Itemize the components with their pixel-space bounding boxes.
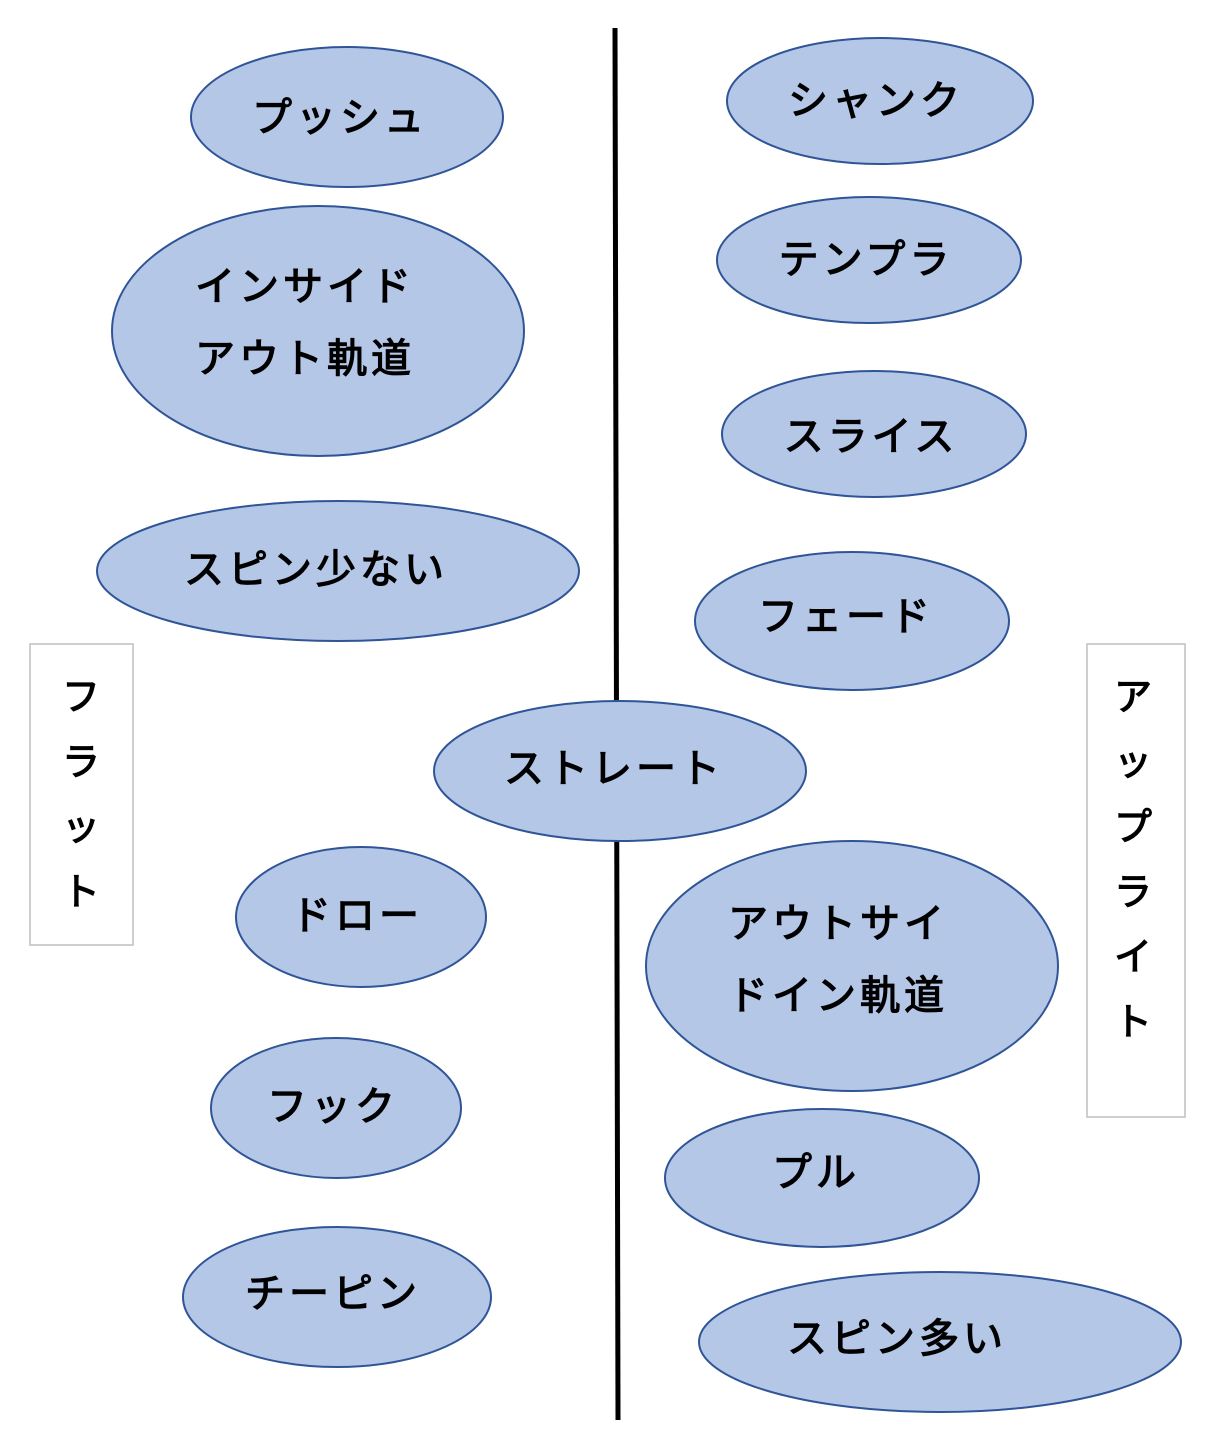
node-outside-in-label-line1: アウトサイ [728, 901, 948, 947]
upright-label-char: ラ [1114, 870, 1152, 914]
node-inside-out-label-line2: アウト軌道 [195, 336, 415, 382]
node-chipin-label: チーピン [245, 1271, 421, 1317]
node-draw-label: ドロー [291, 893, 423, 939]
node-fade: フェード [694, 551, 1010, 691]
node-more-spin-label: スピン多い [787, 1316, 1007, 1362]
node-push: プッシュ [190, 46, 504, 188]
flat-label-char: フ [62, 675, 100, 719]
node-less-spin-label: スピン少ない [184, 547, 448, 593]
node-draw: ドロー [235, 846, 487, 988]
node-pull-label: プル [772, 1150, 860, 1196]
upright-label-char: イ [1114, 935, 1152, 979]
node-hook: フック [210, 1037, 462, 1179]
upright-label-char: プ [1114, 805, 1152, 849]
node-less-spin: スピン少ない [96, 500, 580, 642]
flat-label-box: フ ラ ッ ト [29, 643, 134, 946]
node-slice: スライス [721, 370, 1027, 498]
node-tempura: テンプラ [716, 196, 1022, 324]
node-slice-label: スライス [784, 414, 959, 460]
flat-label-char: ト [62, 870, 100, 914]
node-hook-label: フック [267, 1084, 399, 1130]
node-fade-label: フェード [758, 594, 934, 640]
upright-label-char: ア [1114, 675, 1152, 719]
node-more-spin: スピン多い [698, 1271, 1182, 1413]
node-inside-out: インサイド アウト軌道 [111, 205, 525, 457]
flat-label-char: ラ [62, 740, 100, 784]
upright-label-char: ッ [1114, 740, 1152, 784]
node-outside-in-label-line2: ドイン軌道 [728, 973, 948, 1019]
node-outside-in: アウトサイ ドイン軌道 [645, 840, 1059, 1092]
upright-label-box: ア ッ プ ラ イ ト [1086, 643, 1186, 1118]
node-tempura-label: テンプラ [779, 237, 954, 283]
upright-label-char: ト [1114, 1000, 1152, 1044]
flat-label-char: ッ [62, 805, 100, 849]
node-inside-out-label-line1: インサイド [195, 264, 415, 310]
node-pull: プル [664, 1108, 980, 1248]
node-shank-label: シャンク [788, 78, 964, 124]
node-chipin: チーピン [182, 1226, 492, 1368]
node-straight-label: ストレート [504, 746, 724, 792]
node-push-label: プッシュ [252, 95, 428, 141]
node-shank: シャンク [726, 37, 1034, 165]
node-straight: ストレート [433, 700, 807, 842]
